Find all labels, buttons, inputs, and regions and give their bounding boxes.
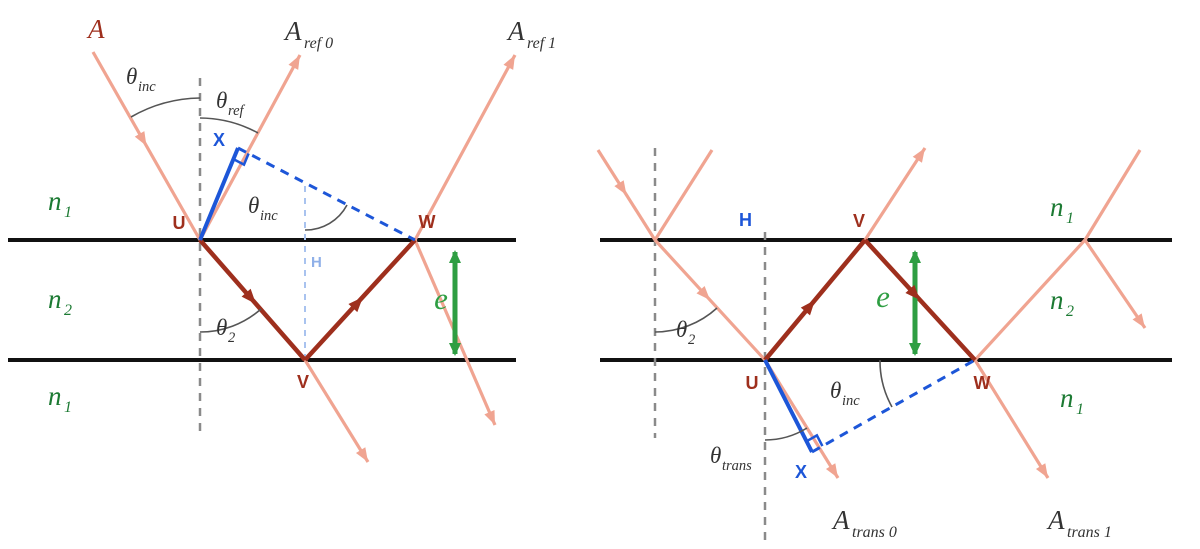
right-theta-inc-label-base: θ bbox=[830, 378, 841, 403]
left-theta-inc-mid-arc bbox=[304, 204, 348, 231]
right-n1-top-label-base: n bbox=[1050, 192, 1064, 222]
right-w-up-exit-ray bbox=[1083, 149, 1142, 241]
right-thickness-arrowhead-bottom bbox=[909, 343, 921, 356]
left-incident-arrowhead bbox=[134, 131, 147, 146]
left-theta-2-arc bbox=[199, 308, 262, 333]
left-ref0-arrowhead bbox=[288, 55, 300, 70]
left-n2-label-base: n bbox=[48, 284, 62, 314]
left-transmitted-ray-at-v bbox=[303, 359, 370, 463]
right-thickness-label: e bbox=[876, 279, 890, 314]
right-theta-trans-label-sub: trans bbox=[722, 458, 752, 474]
right-point-x-label: X bbox=[795, 462, 807, 482]
left-diagram: A A ref 0 A ref 1 θ inc θ ref θ inc θ 2 … bbox=[8, 14, 556, 463]
right-v-up-transmitted-ray bbox=[863, 147, 927, 241]
left-v-trans-arrowhead bbox=[355, 447, 368, 462]
right-vw-arrowhead bbox=[905, 284, 920, 300]
left-ref1-label-base: A bbox=[506, 16, 525, 46]
left-ref1-arrowhead bbox=[503, 55, 515, 70]
left-reflected-ray-1 bbox=[413, 54, 517, 241]
right-theta-inc-arc bbox=[879, 359, 893, 408]
left-point-h-label: H bbox=[311, 254, 322, 271]
left-n1-top-label-sub: 1 bbox=[64, 204, 72, 221]
right-n2-label-sub: 2 bbox=[1066, 303, 1074, 320]
left-right-angle-mark bbox=[232, 153, 250, 167]
right-diagram: θ 2 θ trans θ inc H V U W X e n 1 n 2 n … bbox=[596, 147, 1172, 541]
left-w-partial-arrowhead bbox=[484, 409, 495, 425]
right-n1-top-label-sub: 1 bbox=[1066, 210, 1074, 227]
right-construction-xw-dashed bbox=[811, 358, 976, 454]
right-theta-2-label-sub: 2 bbox=[688, 332, 695, 348]
left-ref1-label-sub: ref 1 bbox=[527, 35, 556, 52]
right-trans1-arrowhead bbox=[1035, 463, 1048, 478]
left-theta-inc-label-base: θ bbox=[126, 64, 137, 89]
right-v-up-arrowhead bbox=[912, 148, 925, 163]
right-partial-down-ray bbox=[1083, 239, 1147, 329]
left-theta-ref-arc bbox=[199, 117, 259, 134]
right-theta-inc-label-sub: inc bbox=[842, 393, 860, 409]
left-point-x-label: X bbox=[213, 130, 225, 150]
right-trans0-label-sub: trans 0 bbox=[852, 524, 897, 541]
left-point-v-label: V bbox=[297, 372, 309, 392]
left-theta-ref-label-base: θ bbox=[216, 88, 227, 113]
right-incident-arrowhead bbox=[614, 180, 627, 195]
left-theta-inc-mid-label-sub: inc bbox=[260, 208, 278, 224]
right-point-v-label: V bbox=[853, 211, 865, 231]
right-point-h-label: H bbox=[739, 210, 752, 230]
right-w-up-internal-ray bbox=[973, 238, 1087, 362]
left-reflected-ray-0 bbox=[198, 54, 302, 241]
right-point-w-label: W bbox=[974, 373, 991, 393]
left-theta-2-label-base: θ bbox=[216, 315, 227, 340]
right-trans1-label-base: A bbox=[1046, 505, 1065, 535]
right-first-reflected-ray bbox=[653, 149, 714, 241]
right-incident-ray bbox=[596, 149, 657, 241]
right-transmitted-ray-1 bbox=[973, 359, 1050, 479]
right-refracted-arrowhead bbox=[696, 285, 710, 300]
left-ref0-label-base: A bbox=[283, 16, 302, 46]
left-construction-xw-dashed bbox=[237, 146, 416, 242]
left-ref0-label-sub: ref 0 bbox=[304, 35, 333, 52]
right-point-u-label: U bbox=[746, 373, 759, 393]
right-trans0-label-base: A bbox=[831, 505, 850, 535]
left-theta-2-label-sub: 2 bbox=[228, 330, 235, 346]
right-n1-bottom-label-sub: 1 bbox=[1076, 401, 1084, 418]
left-n1-bottom-label-sub: 1 bbox=[64, 399, 72, 416]
left-thickness-arrowhead-bottom bbox=[449, 343, 461, 356]
left-n1-top-label-base: n bbox=[48, 186, 62, 216]
left-thickness-arrowhead-top bbox=[449, 250, 461, 263]
right-n1-bottom-label-base: n bbox=[1060, 383, 1074, 413]
left-point-w-label: W bbox=[419, 212, 436, 232]
right-trans0-arrowhead bbox=[825, 463, 838, 478]
right-theta-trans-arc bbox=[764, 427, 808, 441]
left-thickness-label: e bbox=[434, 281, 448, 316]
right-thickness-arrowhead-top bbox=[909, 250, 921, 263]
right-theta-2-arc bbox=[654, 307, 718, 333]
left-theta-inc-mid-label-base: θ bbox=[248, 193, 259, 218]
left-theta-inc-label-sub: inc bbox=[138, 79, 156, 95]
right-n2-label-base: n bbox=[1050, 285, 1064, 315]
left-vw-arrowhead bbox=[348, 297, 363, 313]
left-point-u-label: U bbox=[173, 213, 186, 233]
right-partial-down-arrowhead bbox=[1132, 313, 1145, 328]
right-trans1-label-sub: trans 1 bbox=[1067, 524, 1112, 541]
left-incident-ray-label: A bbox=[86, 14, 105, 44]
left-n1-bottom-label-base: n bbox=[48, 381, 62, 411]
right-construction-ux bbox=[763, 359, 814, 453]
left-theta-inc-arc bbox=[130, 97, 201, 118]
right-theta-2-label-base: θ bbox=[676, 317, 687, 342]
left-uv-arrowhead bbox=[241, 288, 256, 304]
left-n2-label-sub: 2 bbox=[64, 302, 72, 319]
left-theta-ref-label-sub: ref bbox=[228, 103, 246, 119]
right-theta-trans-label-base: θ bbox=[710, 443, 721, 468]
left-construction-ux bbox=[198, 147, 240, 241]
right-right-angle-mark bbox=[805, 433, 824, 447]
right-uv-arrowhead bbox=[800, 300, 815, 316]
